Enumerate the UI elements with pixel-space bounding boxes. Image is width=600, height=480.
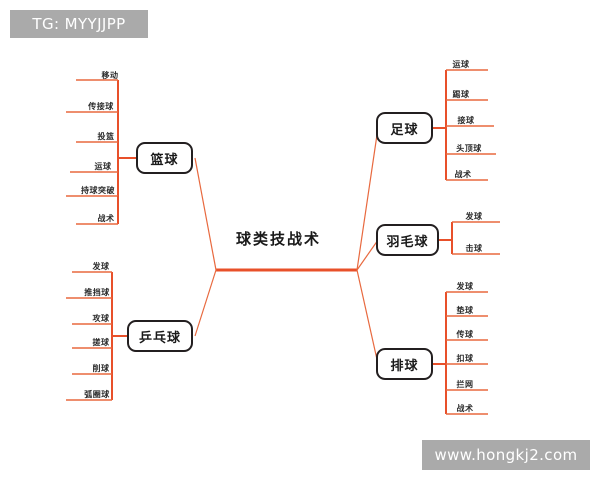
leaf-volleyball-2[interactable]: 传球: [456, 330, 474, 339]
leaf-football-3[interactable]: 头顶球: [456, 144, 482, 153]
node-badminton-label: 羽毛球: [386, 234, 429, 250]
leaf-volleyball-5[interactable]: 战术: [456, 404, 474, 413]
leaf-volleyball-1[interactable]: 垫球: [456, 306, 474, 315]
leaf-table-tennis-5[interactable]: 弧圈球: [84, 390, 110, 399]
watermark-bottom-right: www.hongkj2.com: [422, 440, 590, 470]
leaf-basketball-0[interactable]: 移动: [101, 71, 119, 80]
connector-root-badminton: [356, 239, 379, 271]
node-football-label: 足球: [390, 122, 419, 138]
connector-root-basketball: [194, 157, 217, 271]
node-table-tennis-label: 乒乓球: [138, 330, 181, 346]
leaf-table-tennis-0[interactable]: 发球: [92, 262, 110, 271]
leaf-table-tennis-3[interactable]: 搓球: [92, 338, 110, 347]
leaf-badminton-1[interactable]: 击球: [465, 244, 483, 253]
node-badminton[interactable]: 羽毛球: [376, 224, 439, 256]
leaf-football-2[interactable]: 接球: [457, 116, 475, 125]
connector-root-football: [356, 127, 379, 271]
node-basketball[interactable]: 篮球: [136, 142, 193, 174]
node-table-tennis[interactable]: 乒乓球: [127, 320, 193, 352]
leaf-basketball-5[interactable]: 战术: [97, 214, 115, 223]
node-basketball-label: 篮球: [150, 152, 179, 168]
root-node-label: 球类技战术: [236, 230, 322, 248]
leaf-basketball-2[interactable]: 投篮: [97, 132, 115, 141]
connector-root-volleyball: [356, 269, 379, 365]
node-football[interactable]: 足球: [376, 112, 433, 144]
leaf-basketball-1[interactable]: 传接球: [88, 102, 114, 111]
leaf-badminton-0[interactable]: 发球: [465, 212, 483, 221]
leaf-football-4[interactable]: 战术: [454, 170, 472, 179]
connector-root-table-tennis: [194, 269, 217, 337]
leaf-football-0[interactable]: 运球: [452, 60, 470, 69]
leaf-football-1[interactable]: 踢球: [452, 90, 470, 99]
leaf-table-tennis-1[interactable]: 推挡球: [84, 288, 110, 297]
watermark-top-left: TG: MYYJJPP: [10, 10, 148, 38]
leaf-basketball-4[interactable]: 持球突破: [81, 186, 115, 195]
leaf-volleyball-0[interactable]: 发球: [456, 282, 474, 291]
node-volleyball[interactable]: 排球: [376, 348, 433, 380]
leaf-volleyball-3[interactable]: 扣球: [456, 354, 474, 363]
leaf-table-tennis-4[interactable]: 削球: [92, 364, 110, 373]
leaf-basketball-3[interactable]: 运球: [94, 162, 112, 171]
leaf-volleyball-4[interactable]: 拦网: [456, 380, 474, 389]
node-volleyball-label: 排球: [390, 358, 419, 374]
leaf-table-tennis-2[interactable]: 攻球: [92, 314, 110, 323]
